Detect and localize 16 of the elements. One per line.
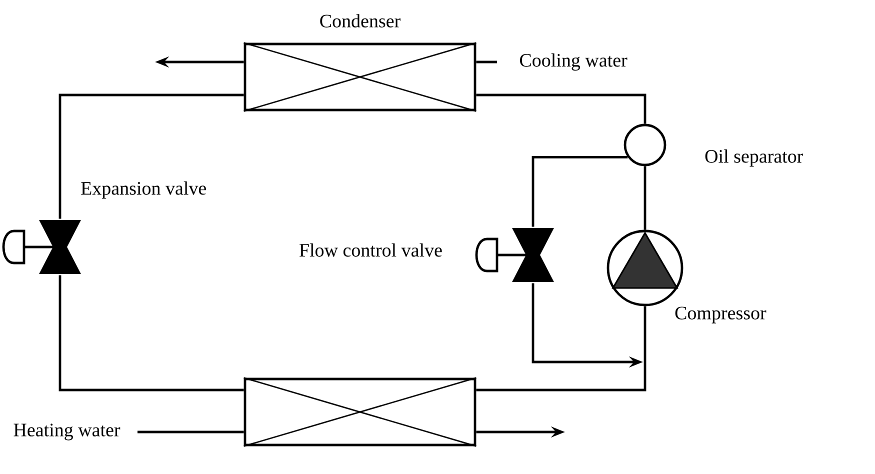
component-label: Compressor bbox=[675, 306, 766, 324]
component-label: Flow control valve bbox=[300, 243, 442, 257]
stream-label: Heating water bbox=[14, 424, 120, 440]
heat-exchanger-box bbox=[243, 377, 477, 447]
pipe bbox=[476, 306, 646, 392]
pipe bbox=[138, 430, 244, 434]
component-label: Expansion valve bbox=[81, 181, 206, 199]
component-label: Oil separator bbox=[705, 149, 804, 167]
pipe bbox=[532, 156, 628, 227]
pipe bbox=[476, 60, 497, 64]
stream-label: Cooling water bbox=[520, 53, 628, 71]
pipe bbox=[644, 166, 646, 230]
pipe bbox=[58, 94, 244, 219]
pipe bbox=[476, 94, 646, 124]
component-label: Condenser bbox=[320, 14, 400, 28]
pipe bbox=[58, 275, 244, 392]
